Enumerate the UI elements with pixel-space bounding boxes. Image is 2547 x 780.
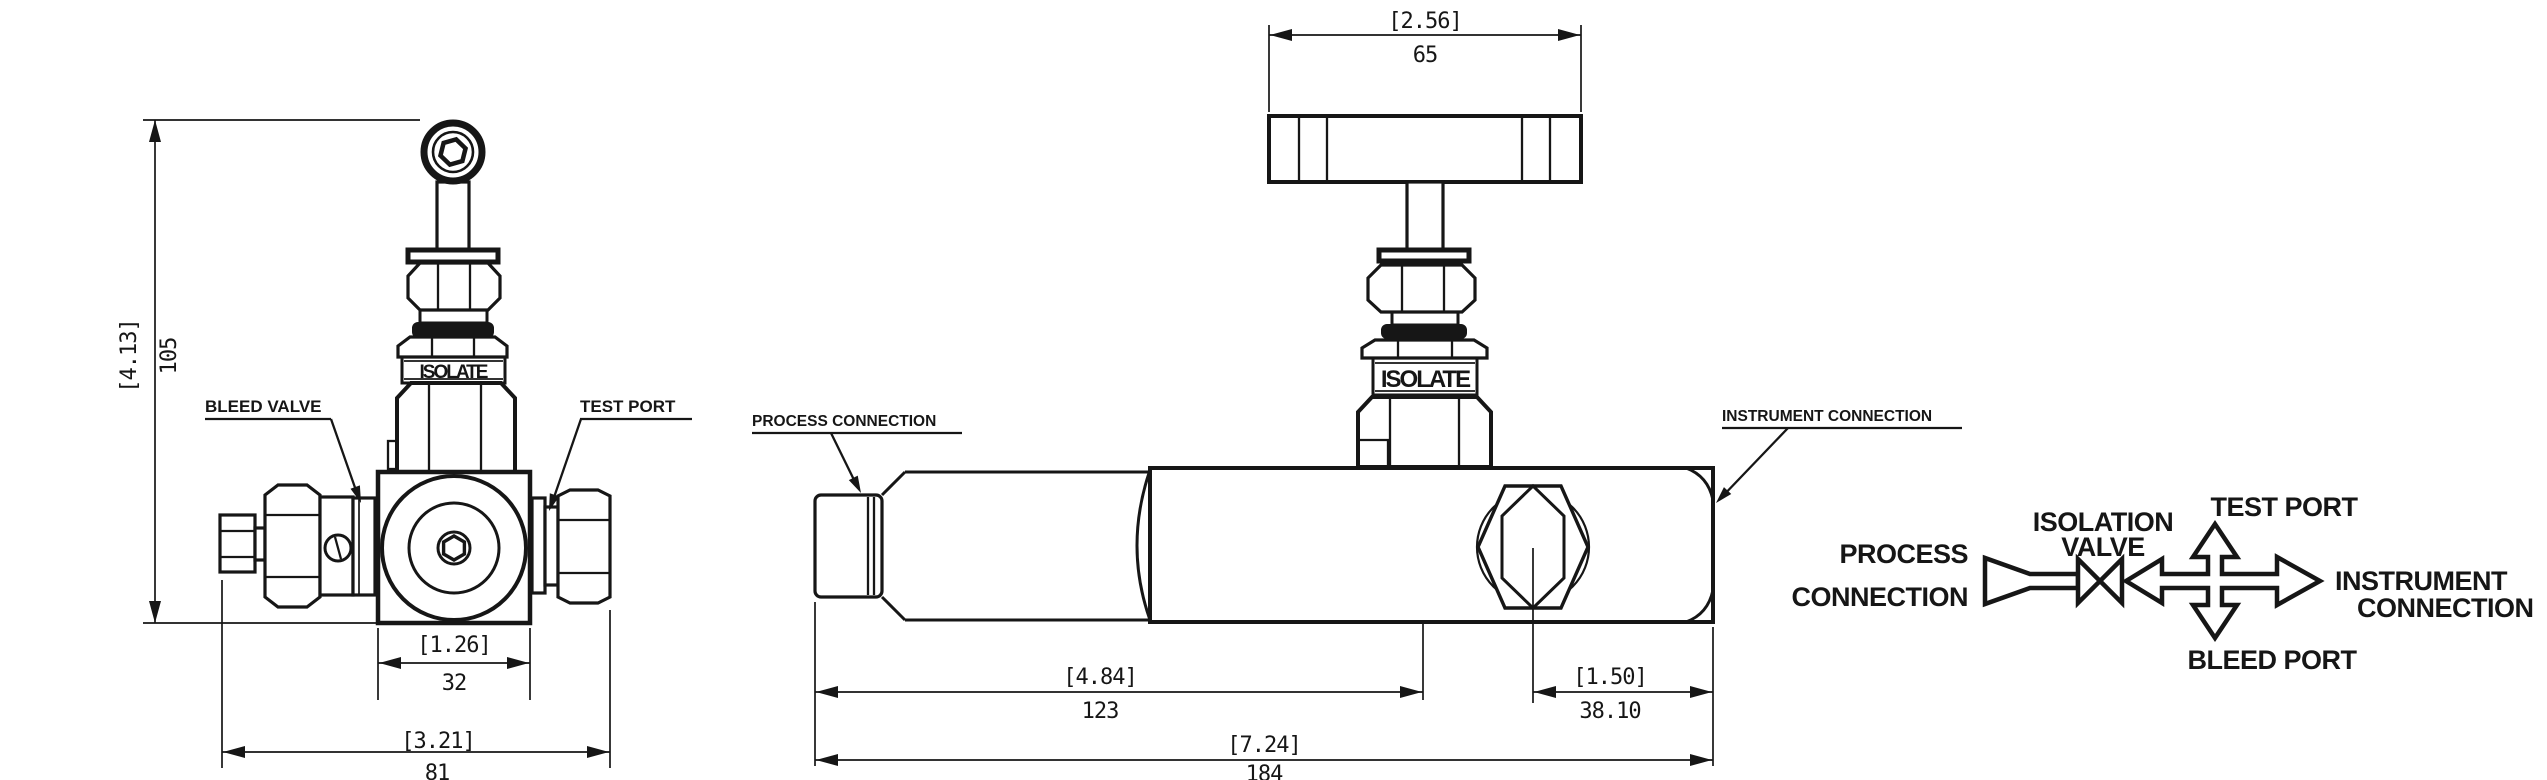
bleed-valve-label: BLEED VALVE: [205, 397, 322, 416]
schematic-isolation-line2: VALVE: [2061, 532, 2145, 562]
front-height-mm: 105: [157, 338, 182, 375]
overall-length-inches: [7.24]: [1227, 733, 1300, 758]
side-washer: [1376, 247, 1472, 264]
side-bonnet-stack: ISOLATE: [1356, 247, 1493, 469]
front-test-port-assembly: [530, 488, 612, 605]
front-view: [4.13] 105 ISOLATE: [117, 119, 692, 780]
front-band-text: ISOLATE: [420, 362, 488, 383]
side-lock-hex: [1360, 338, 1489, 360]
process-nipple: [813, 493, 884, 599]
side-neck: [1390, 310, 1460, 327]
front-overall-width-mm: 81: [425, 761, 450, 780]
front-oring: [412, 322, 494, 338]
process-connection-label: PROCESS CONNECTION: [752, 413, 936, 430]
side-body: [813, 466, 1715, 703]
front-stem: [435, 180, 471, 254]
front-boss-inner: [436, 530, 472, 566]
isolation-valve-left-triangle: [2075, 553, 2104, 609]
front-bonnet-tab: [386, 439, 399, 471]
bleed-end-hex: [218, 513, 257, 574]
testport-hex: [556, 488, 612, 605]
front-bonnet-stack: ISOLATE: [386, 247, 517, 474]
schematic-instrument-line1: INSTRUMENT: [2335, 566, 2508, 596]
side-handle-bar: [1267, 114, 1583, 252]
manifold-cross-arrows: [2121, 519, 2325, 643]
port-hex-outer: [1476, 484, 1590, 610]
front-height-dimension: [4.13] 105: [117, 119, 420, 624]
test-port-label: TEST PORT: [580, 397, 676, 416]
side-packing-nut: [1366, 263, 1477, 314]
front-labels: BLEED VALVE TEST PORT: [205, 397, 692, 511]
port-to-outlet-inches: [1.50]: [1573, 665, 1646, 690]
isolation-valve-right-triangle: [2096, 553, 2125, 609]
inlet-to-stem-mm: 123: [1082, 699, 1119, 724]
side-bonnet-tab: [1358, 438, 1390, 467]
side-band-text: ISOLATE: [1381, 366, 1471, 393]
front-width-dimensions: [1.26] 32 [3.21] 81: [221, 580, 611, 780]
schematic-instrument-line2: CONNECTION: [2357, 593, 2534, 623]
front-washer: [405, 247, 501, 265]
t-bar: [1267, 114, 1583, 184]
flow-schematic: PROCESS CONNECTION ISOLATION VALVE TEST …: [1792, 492, 2535, 675]
handle-width-inches: [2.56]: [1388, 9, 1461, 34]
side-stem: [1405, 180, 1445, 252]
port-to-outlet-mm: 38.10: [1579, 699, 1640, 724]
inlet-to-stem-inches: [4.84]: [1063, 665, 1136, 690]
side-oring: [1381, 324, 1467, 339]
schematic-process-line2: CONNECTION: [1792, 582, 1969, 612]
schematic-isolation-line1: ISOLATION: [2033, 507, 2174, 537]
schematic-process-line1: PROCESS: [1839, 539, 1968, 569]
front-body-width-mm: 32: [442, 671, 467, 696]
handle-width-dimension: [2.56] 65: [1268, 6, 1582, 112]
front-socket-hex: [441, 534, 467, 562]
side-view: [2.56] 65 ISOLATE: [752, 6, 1962, 780]
front-lock-hex: [396, 335, 509, 359]
front-body-width-inches: [1.26]: [417, 633, 490, 658]
testport-cylinder: [543, 505, 560, 587]
process-nozzle-symbol: [1982, 554, 2081, 608]
front-neck: [418, 308, 489, 325]
front-bleed-valve-assembly: [218, 483, 377, 609]
front-bonnet-hex: [395, 381, 517, 474]
front-boss-mid: [407, 501, 501, 595]
front-overall-width-inches: [3.21]: [401, 729, 474, 754]
round-to-square-transition: [1135, 469, 1152, 621]
bleed-nut-hex: [263, 483, 322, 609]
overall-length-mm: 184: [1246, 762, 1283, 780]
bleed-flange: [351, 496, 377, 597]
handle-hex-hole: [437, 136, 469, 168]
front-packing-nut: [406, 261, 502, 312]
front-body: [375, 469, 533, 626]
side-labels: PROCESS CONNECTION INSTRUMENT CONNECTION: [752, 408, 1962, 503]
side-block: [1148, 466, 1715, 624]
instrument-connection-label: INSTRUMENT CONNECTION: [1722, 408, 1932, 425]
side-bonnet-hex: [1356, 395, 1493, 469]
schematic-bleed-port: BLEED PORT: [2187, 645, 2357, 675]
front-handle: [420, 119, 486, 254]
front-height-inches: [4.13]: [117, 319, 142, 392]
testport-flange: [530, 496, 547, 595]
handle-width-mm: 65: [1413, 43, 1438, 68]
side-length-dimensions: [4.84] 123 [1.50] 38.10 [7.24] 184: [814, 602, 1714, 780]
schematic-test-port: TEST PORT: [2210, 492, 2358, 522]
